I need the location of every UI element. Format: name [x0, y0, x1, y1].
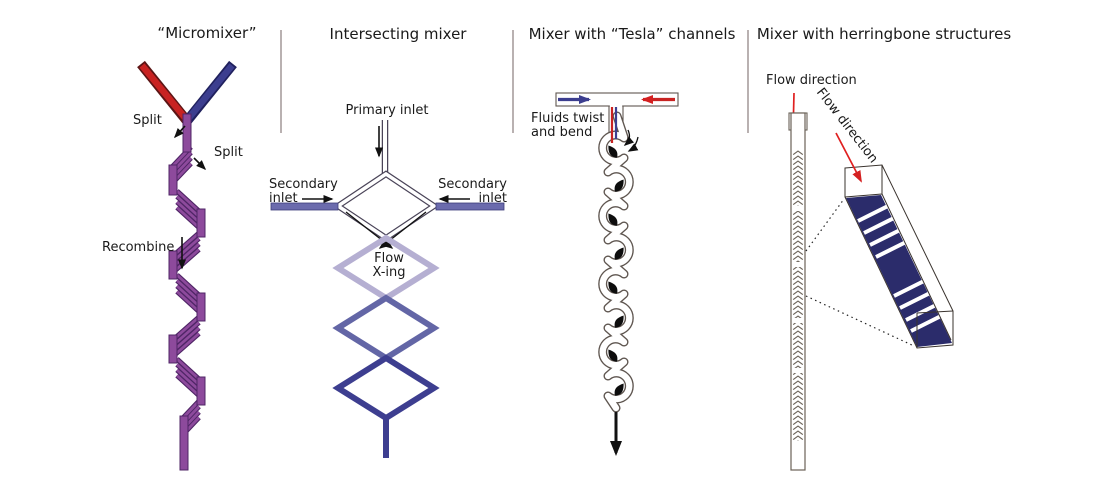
twist-swirl-arrows: [623, 129, 639, 152]
recombine-label: Recombine: [102, 240, 175, 255]
box-outline: [844, 164, 954, 349]
intersecting-mixer-diagram: [270, 120, 505, 458]
fluid-filaments: [610, 107, 618, 143]
tesla-loop-chain: [598, 111, 634, 413]
flow-crossing-label: Flow X-ing: [372, 251, 406, 281]
primary-inlet-label: Primary inlet: [345, 103, 429, 118]
tesla-mixer-diagram: [555, 92, 679, 456]
panel-dividers: [280, 30, 749, 133]
secondary-inlet-channels: [270, 202, 505, 211]
flow-direction-channel-label: Flow direction: [766, 73, 857, 88]
chevron-groups: [792, 150, 804, 441]
split-left-label: Split: [133, 113, 162, 128]
herringbone-3d-box: [844, 164, 954, 349]
herringbone-mixer-diagram: [788, 92, 954, 471]
panel2-title: Intersecting mixer: [329, 25, 467, 43]
first-diamond-channel: [332, 170, 440, 242]
crossing-diamond-cascade: [332, 234, 440, 458]
panel3-title: Mixer with “Tesla” channels: [528, 25, 736, 43]
flow-direction-arrow-box: [835, 132, 862, 183]
secondary-inlet-left-label: Secondary inlet: [269, 177, 338, 207]
inlet-y-junction: [137, 60, 237, 125]
split-left-arrow: [173, 125, 186, 139]
secondary-inlet-right-label: Secondary inlet: [438, 177, 507, 207]
panel1-title: “Micromixer”: [157, 24, 257, 42]
split-recombine-channel: [168, 113, 206, 471]
callout-dotted-lines: [805, 198, 915, 347]
split-right-label: Split: [214, 145, 243, 160]
micromixer-diagram: [137, 60, 237, 471]
herringbone-ridges: [857, 204, 942, 333]
split-right-arrow: [193, 157, 207, 171]
panel4-title: Mixer with herringbone structures: [756, 25, 1012, 43]
fluids-twist-label: Fluids twist and bend: [531, 111, 605, 141]
herringbone-channel: [788, 112, 808, 471]
